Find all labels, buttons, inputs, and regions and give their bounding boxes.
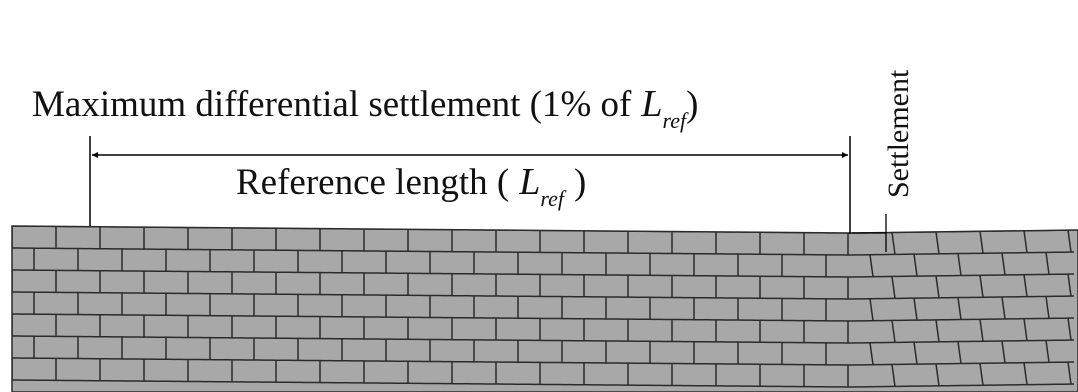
mortar-head-joint bbox=[891, 276, 896, 299]
mortar-head-joint bbox=[1001, 296, 1006, 320]
mortar-head-joint bbox=[935, 231, 940, 254]
mortar-head-joint bbox=[913, 298, 918, 321]
title-text: Maximum differential settlement (1% of bbox=[32, 84, 632, 125]
mortar-bed-joint bbox=[12, 335, 1075, 344]
reference-length-variable: L bbox=[519, 161, 541, 203]
mortar-bed-joint bbox=[12, 269, 1075, 278]
mortar-head-joint bbox=[979, 319, 984, 342]
mortar-bed-joint bbox=[12, 291, 1075, 300]
reference-length-subscript: ref bbox=[540, 186, 565, 211]
brick-courses bbox=[12, 226, 1075, 388]
mortar-head-joint bbox=[1023, 362, 1028, 385]
mortar-head-joint bbox=[1045, 296, 1050, 319]
mortar-bed-joint bbox=[12, 379, 1075, 388]
mortar-head-joint bbox=[869, 254, 874, 277]
mortar-head-joint bbox=[979, 275, 984, 298]
mortar-head-joint bbox=[1067, 274, 1072, 297]
mortar-head-joint bbox=[1045, 340, 1050, 363]
settlement-label: Settlement bbox=[882, 69, 915, 198]
mortar-head-joint bbox=[1067, 318, 1072, 341]
mortar-head-joint bbox=[1023, 274, 1028, 297]
mortar-head-joint bbox=[869, 298, 874, 321]
brick-wall bbox=[12, 226, 1078, 392]
mortar-head-joint bbox=[913, 342, 918, 365]
mortar-head-joint bbox=[957, 253, 962, 276]
mortar-bed-joint bbox=[12, 357, 1075, 366]
mortar-head-joint bbox=[891, 232, 896, 255]
wall-background bbox=[12, 226, 1078, 392]
mortar-head-joint bbox=[1045, 252, 1050, 275]
mortar-head-joint bbox=[935, 363, 940, 386]
reference-length-close-paren: ) bbox=[574, 162, 587, 203]
mortar-head-joint bbox=[913, 254, 918, 277]
mortar-head-joint bbox=[979, 363, 984, 386]
mortar-bed-joint bbox=[12, 247, 1075, 256]
mortar-head-joint bbox=[1067, 230, 1072, 253]
title-variable: L bbox=[641, 83, 663, 125]
mortar-bed-joint bbox=[12, 313, 1075, 322]
reference-length-text: Reference length ( bbox=[236, 162, 510, 203]
mortar-head-joint bbox=[935, 275, 940, 298]
mortar-head-joint bbox=[979, 231, 984, 254]
mortar-head-joint bbox=[1023, 230, 1028, 253]
mortar-head-joint bbox=[1067, 362, 1072, 385]
mortar-head-joint bbox=[891, 364, 896, 387]
mortar-head-joint bbox=[957, 297, 962, 320]
mortar-head-joint bbox=[957, 341, 962, 364]
wall-outline bbox=[11, 225, 1078, 392]
reference-length-label: Reference length (Lref) bbox=[236, 160, 587, 211]
mortar-head-joint bbox=[935, 319, 940, 342]
title-close-paren: ) bbox=[686, 84, 699, 125]
title-subscript: ref bbox=[662, 108, 687, 133]
mortar-head-joint bbox=[1001, 252, 1006, 276]
settlement-indicator bbox=[852, 214, 887, 252]
mortar-head-joint bbox=[869, 342, 874, 365]
mortar-head-joint bbox=[1001, 340, 1006, 364]
mortar-head-joint bbox=[1023, 318, 1028, 341]
mortar-head-joint bbox=[891, 320, 896, 343]
